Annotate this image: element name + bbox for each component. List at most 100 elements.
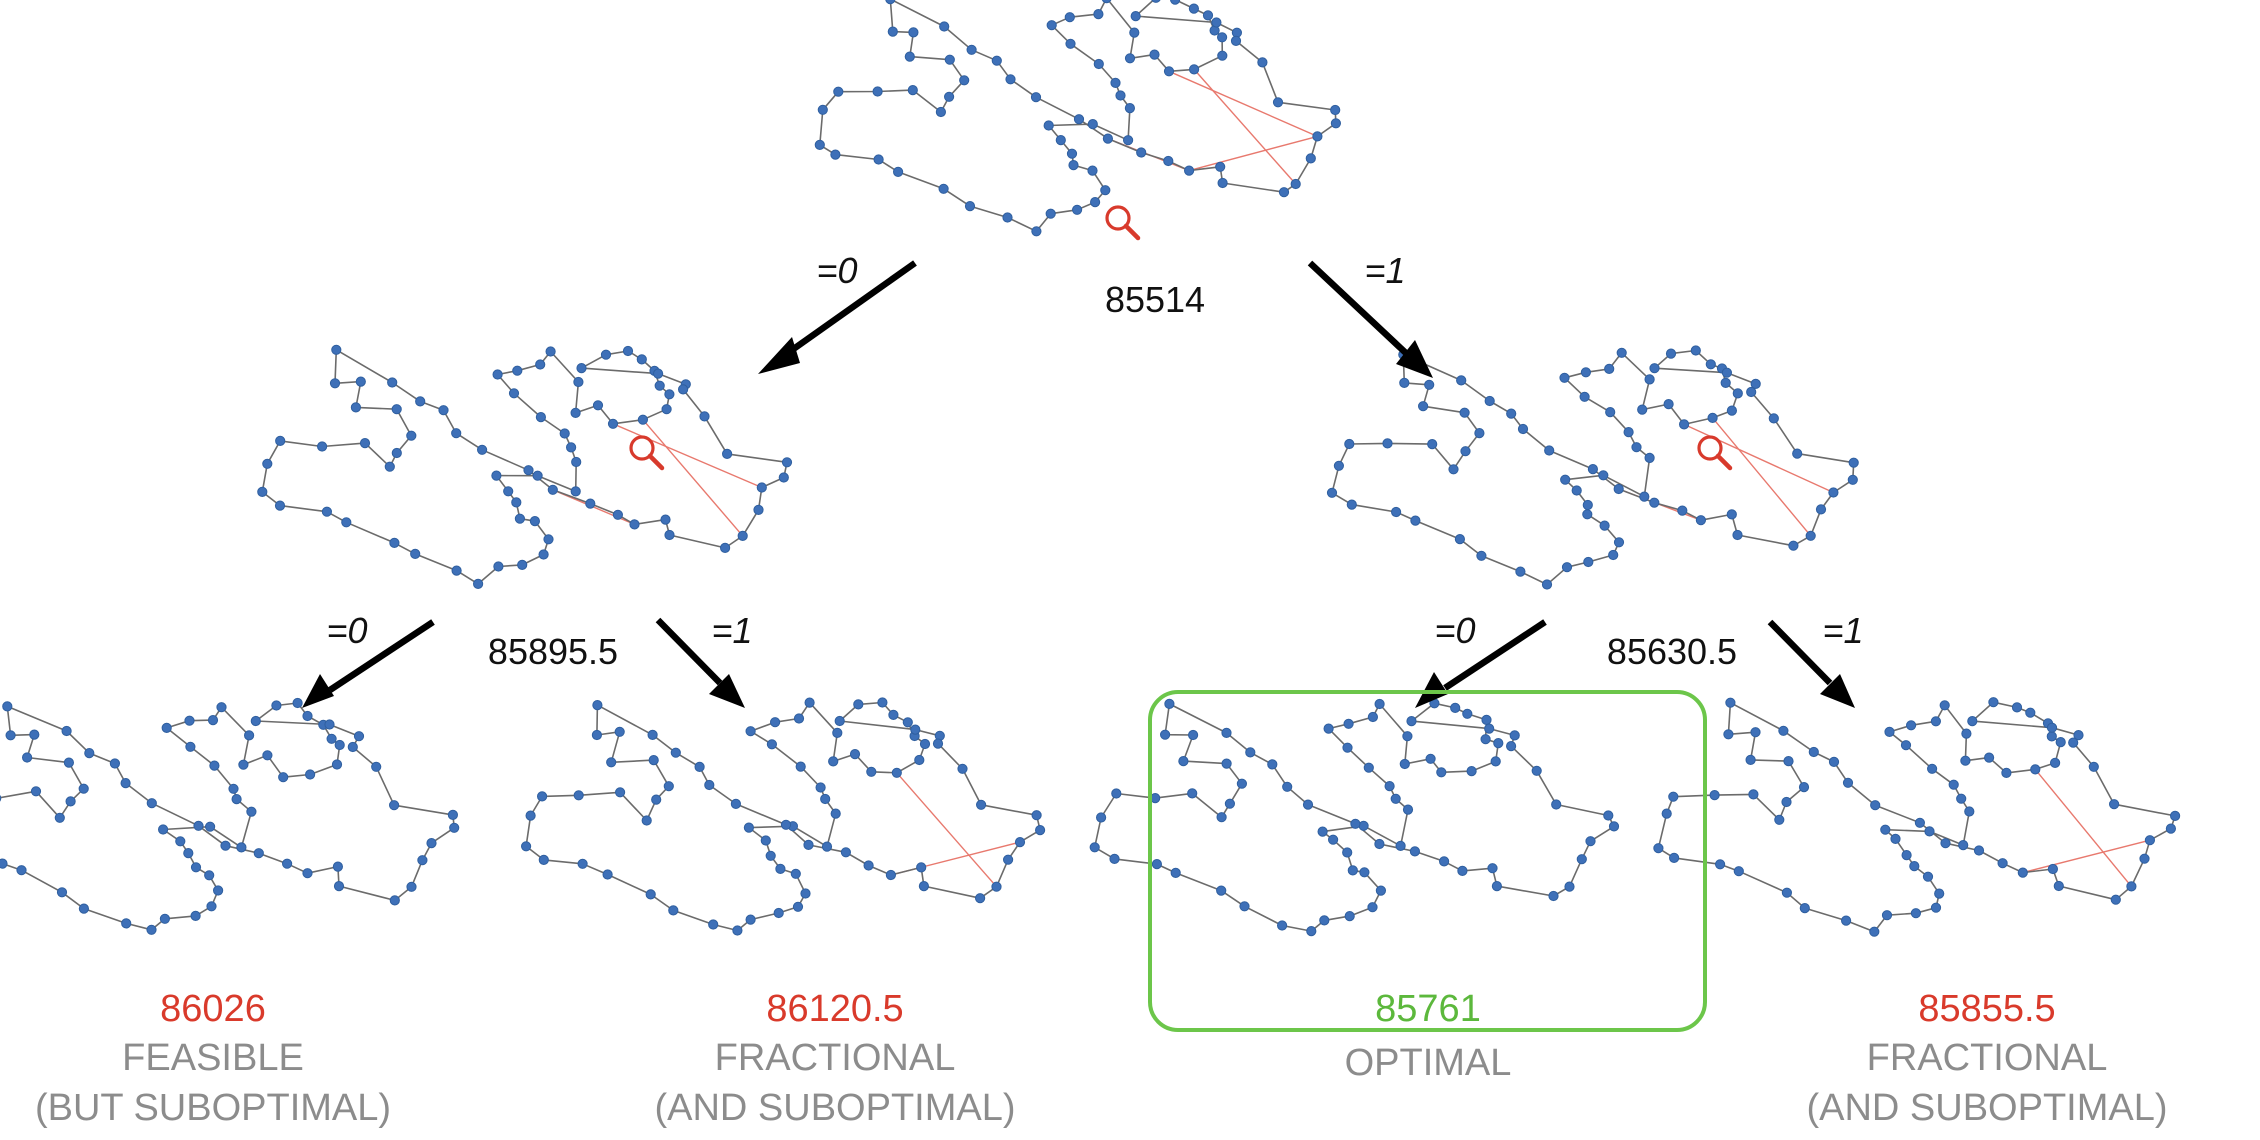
- city-node: [873, 154, 884, 165]
- city-node: [292, 697, 303, 709]
- city-node: [1815, 504, 1827, 515]
- leaf-3-value: 85761: [1375, 988, 1481, 1030]
- city-node: [1217, 32, 1228, 43]
- city-node: [2030, 764, 2041, 775]
- city-node: [1961, 728, 1972, 739]
- city-node: [722, 448, 733, 459]
- city-node: [888, 709, 899, 721]
- city-node: [1346, 499, 1357, 510]
- city-node: [1312, 131, 1323, 142]
- city-node: [591, 729, 603, 741]
- city-node: [1267, 759, 1278, 770]
- city-node: [877, 697, 888, 708]
- city-node: [1909, 861, 1920, 872]
- city-node: [1367, 902, 1378, 913]
- city-node: [2046, 722, 2058, 733]
- city-node: [271, 700, 282, 711]
- city-node: [833, 86, 844, 97]
- city-node: [1005, 74, 1016, 85]
- city-node: [1644, 452, 1655, 463]
- city-node: [1399, 377, 1410, 388]
- city-node: [1093, 58, 1104, 70]
- city-node: [406, 430, 417, 441]
- city-node: [1290, 178, 1301, 190]
- city-node: [1359, 867, 1370, 878]
- city-node: [935, 106, 947, 118]
- city-node: [109, 758, 121, 769]
- city-node: [654, 380, 665, 391]
- city-node: [525, 810, 536, 821]
- city-node: [477, 444, 488, 455]
- city-node: [760, 835, 771, 846]
- city-node: [216, 702, 227, 713]
- city-node: [559, 428, 570, 439]
- city-node: [2047, 863, 2058, 875]
- city-node: [1424, 379, 1435, 390]
- city-node: [651, 794, 662, 805]
- city-node: [417, 855, 428, 866]
- city-node: [602, 869, 613, 880]
- city-node: [1653, 843, 1664, 854]
- city-node: [1178, 756, 1189, 767]
- city-node: [158, 824, 169, 835]
- city-node: [1984, 752, 1995, 763]
- city-node: [1997, 858, 2008, 869]
- city-node: [535, 359, 546, 370]
- city-node: [821, 841, 833, 852]
- city-node: [1506, 741, 1517, 752]
- city-node: [538, 549, 549, 560]
- city-node: [451, 428, 462, 439]
- city-node: [1842, 777, 1854, 788]
- city-node: [790, 868, 801, 879]
- root-bound: 85514: [1105, 279, 1205, 320]
- city-node: [622, 345, 634, 357]
- city-node: [492, 369, 503, 380]
- city-node: [1616, 347, 1627, 358]
- city-node: [1363, 762, 1374, 773]
- city-node: [1306, 926, 1317, 937]
- city-node: [765, 850, 776, 861]
- city-node: [1456, 375, 1467, 386]
- city-node: [1560, 474, 1571, 485]
- city-node: [1217, 50, 1228, 61]
- city-node: [1224, 798, 1236, 809]
- city-node: [1884, 726, 1895, 738]
- city-node: [493, 561, 504, 572]
- city-node: [1111, 788, 1122, 799]
- city-node: [371, 761, 382, 772]
- city-node: [1350, 818, 1361, 829]
- level1-left-bound: 85895.5: [488, 631, 618, 672]
- city-node: [1450, 702, 1461, 714]
- city-node: [514, 513, 526, 524]
- city-node: [1344, 438, 1355, 450]
- city-node: [991, 55, 1002, 66]
- city-node: [1347, 865, 1358, 876]
- city-node: [1576, 854, 1587, 865]
- city-node: [1517, 423, 1529, 435]
- city-node: [976, 799, 987, 810]
- city-node: [324, 719, 335, 730]
- city-node: [1406, 716, 1417, 727]
- city-node: [745, 726, 756, 737]
- city-node: [766, 739, 778, 750]
- leaf-4-value: 85855.5: [1918, 988, 2055, 1030]
- city-node: [1580, 367, 1592, 378]
- city-node: [1221, 758, 1232, 769]
- city-node: [350, 402, 361, 413]
- city-node: [966, 44, 977, 55]
- city-node: [1707, 412, 1718, 423]
- city-node: [1066, 148, 1078, 159]
- city-node: [1115, 90, 1126, 101]
- city-node: [391, 447, 402, 459]
- city-node: [1035, 825, 1046, 836]
- fractional-edge: [1193, 68, 1297, 185]
- city-node: [1679, 419, 1690, 430]
- city-node: [1065, 38, 1076, 49]
- city-node: [537, 791, 548, 802]
- city-node: [770, 717, 781, 728]
- city-node: [1382, 438, 1393, 449]
- branch-label-right-right: =1: [1822, 610, 1863, 651]
- city-node: [1367, 711, 1379, 723]
- tour-path: [525, 701, 1041, 932]
- city-node: [863, 860, 874, 871]
